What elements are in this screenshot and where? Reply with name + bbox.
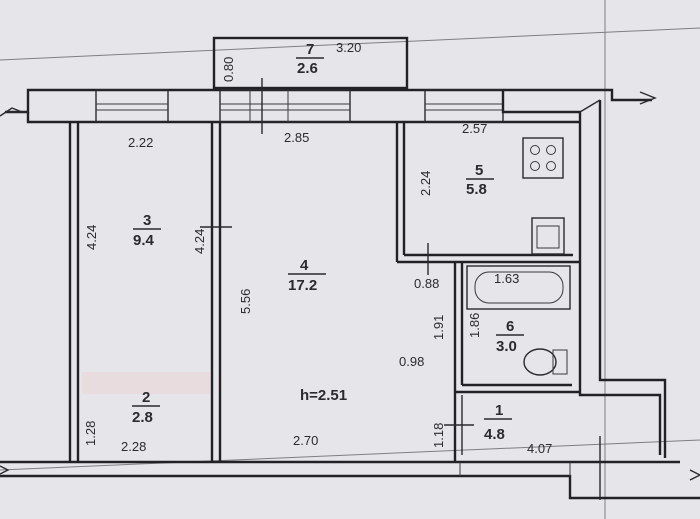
- dim-1-63: 1.63: [494, 271, 519, 286]
- room-5-number: 5: [475, 162, 483, 179]
- washbasin-icon: [523, 348, 568, 376]
- bathtub-icon: [466, 265, 571, 310]
- dim-4-24-left: 4.24: [84, 225, 99, 250]
- room-7-area: 2.6: [297, 60, 318, 77]
- room-7-number: 7: [306, 41, 314, 58]
- left-exterior-wall: [68, 122, 80, 462]
- balcony: [212, 36, 409, 90]
- dim-2-70: 2.70: [293, 433, 318, 448]
- dim-1-18: 1.18: [431, 423, 446, 448]
- dim-5-56: 5.56: [238, 289, 253, 314]
- dim-0-98: 0.98: [399, 354, 424, 369]
- ceiling-height-label: h=2.51: [300, 387, 347, 404]
- dim-1-28: 1.28: [83, 421, 98, 446]
- window-icon: [424, 89, 504, 123]
- window-icon: [459, 462, 571, 476]
- dim-2-57: 2.57: [462, 121, 487, 136]
- dim-2-28: 2.28: [121, 439, 146, 454]
- room-1-number: 1: [495, 402, 503, 419]
- kitchen-sink-icon: [531, 217, 565, 255]
- dim-4-24-mid: 4.24: [192, 229, 207, 254]
- dim-0-80: 0.80: [221, 57, 236, 82]
- bottom-exterior-wall: [0, 436, 700, 500]
- dim-2-85: 2.85: [284, 130, 309, 145]
- window-icon: [95, 89, 169, 123]
- dim-1-86: 1.86: [467, 313, 482, 338]
- dim-0-88: 0.88: [414, 276, 439, 291]
- top-exterior-wall: [0, 88, 657, 124]
- room-6-number: 6: [506, 318, 514, 335]
- dim-3-20: 3.20: [336, 40, 361, 55]
- room-5-area: 5.8: [466, 181, 487, 198]
- room-3-area: 9.4: [133, 232, 155, 249]
- dim-2-22: 2.22: [128, 135, 153, 150]
- stove-icon: [522, 137, 564, 179]
- room-2-area: 2.8: [132, 409, 153, 426]
- dim-4-07: 4.07: [527, 441, 552, 456]
- dimension-labels: 0.80 3.20 2.22 2.85 2.57 4.24 4.24 2.24 …: [83, 40, 552, 456]
- window-icon: [219, 89, 351, 123]
- room-2-highlight: [82, 372, 210, 394]
- right-exterior-wall: [501, 90, 667, 458]
- interior-walls: [200, 122, 580, 462]
- room-3-number: 3: [143, 212, 151, 229]
- room-4-number: 4: [300, 257, 309, 274]
- room-2-number: 2: [142, 389, 150, 406]
- room-4-area: 17.2: [288, 277, 317, 294]
- room-1-area: 4.8: [484, 426, 505, 443]
- dim-1-91: 1.91: [431, 315, 446, 340]
- room-6-area: 3.0: [496, 338, 517, 355]
- room-labels: 7 2.6 5 5.8 3 9.4 4 17.2 6 3.0 2 2.8 1 4…: [132, 41, 524, 443]
- dim-2-24: 2.24: [418, 171, 433, 196]
- top-windows: [95, 78, 504, 134]
